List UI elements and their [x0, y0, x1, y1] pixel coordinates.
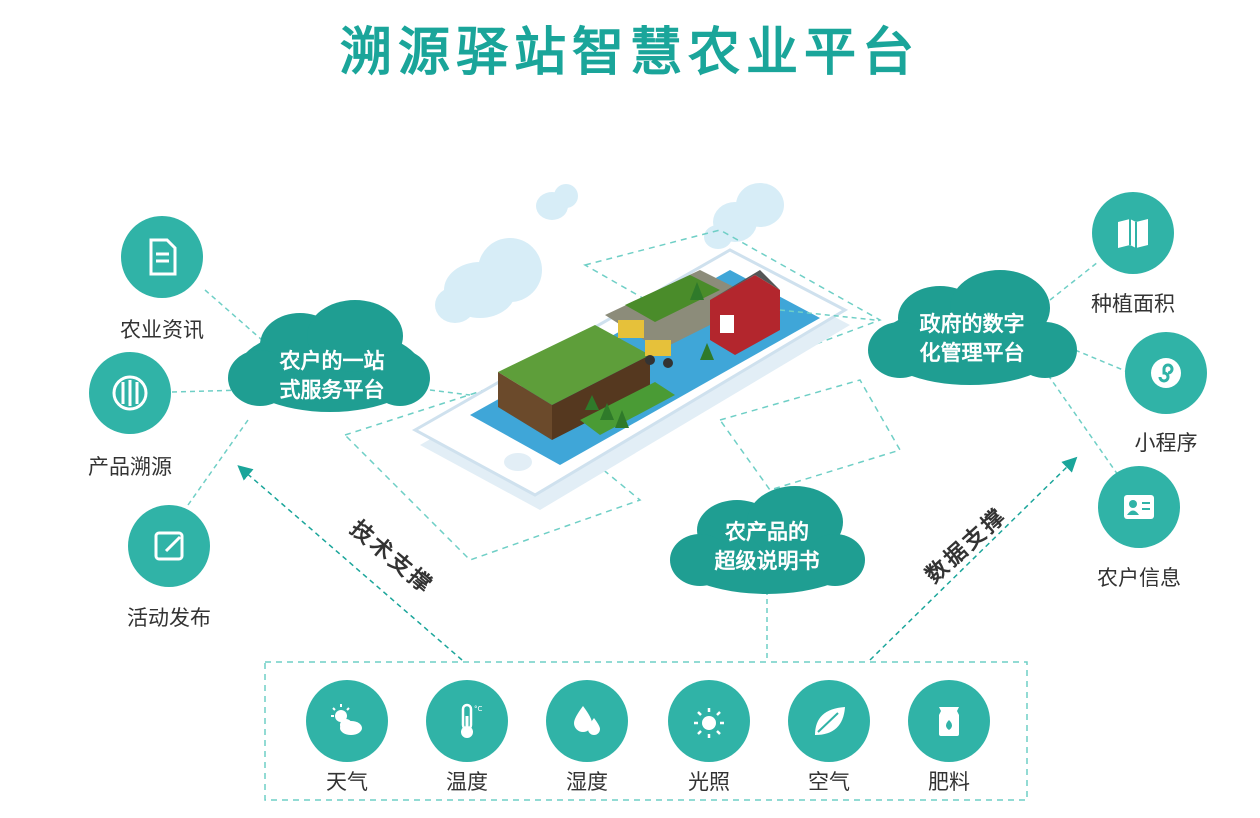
weather-sensor-button[interactable] — [306, 680, 388, 762]
planting-area-label: 种植面积 — [1091, 292, 1175, 316]
map-icon — [1118, 219, 1148, 248]
sky-cloud-3 — [704, 183, 784, 249]
humidity-icon — [574, 706, 600, 735]
government-cloud — [868, 270, 1077, 385]
air-label: 空气 — [808, 770, 850, 794]
tech-support-arrow — [237, 465, 463, 661]
farmer-cloud-line-2: 式服务平台 — [279, 378, 385, 402]
svg-text:°C: °C — [474, 705, 483, 713]
fertilizer-label: 肥料 — [928, 770, 970, 794]
government-cloud-line-1: 政府的数字 — [919, 312, 1025, 336]
page-title: 溯源驿站智慧农业平台 — [339, 23, 920, 83]
right-connectors — [779, 261, 1129, 476]
light-sensor-button[interactable] — [668, 680, 750, 762]
leaf-icon — [815, 707, 845, 735]
farmer-cloud-line-1: 农户的一站 — [279, 349, 385, 373]
document-icon — [149, 238, 177, 276]
farming-news-label: 农业资讯 — [120, 318, 204, 342]
temperature-label: 温度 — [446, 770, 488, 794]
sensor-frame — [264, 661, 1028, 801]
sky-cloud-2 — [536, 184, 578, 220]
weather-label: 天气 — [326, 770, 368, 794]
farming-news-button[interactable] — [121, 216, 203, 298]
thermometer-icon: °C — [461, 703, 483, 738]
product-cloud-text: 农产品的 超级说明书 — [687, 518, 847, 576]
planting-area-button[interactable] — [1092, 192, 1174, 274]
sky-cloud-1 — [435, 238, 542, 323]
farm-scene — [498, 270, 780, 440]
humidity-sensor-button[interactable] — [546, 680, 628, 762]
event-publish-label: 活动发布 — [127, 606, 211, 630]
mini-program-label: 小程序 — [1134, 431, 1198, 455]
product-trace-button[interactable] — [89, 352, 171, 434]
light-label: 光照 — [688, 770, 730, 794]
event-publish-button[interactable] — [128, 505, 210, 587]
data-support-arrow — [869, 456, 1078, 661]
product-trace-label: 产品溯源 — [88, 455, 172, 479]
humidity-label: 湿度 — [566, 770, 608, 794]
farmer-info-button[interactable] — [1098, 466, 1180, 548]
weather-icon — [331, 704, 362, 735]
id-card-icon — [1124, 495, 1154, 519]
sun-icon — [694, 708, 724, 738]
product-cloud-line-2: 超级说明书 — [714, 549, 820, 573]
mini-program-icon — [1151, 358, 1181, 388]
left-connectors — [171, 289, 471, 506]
farmer-info-label: 农户信息 — [1097, 566, 1181, 590]
fertilizer-sensor-button[interactable] — [908, 680, 990, 762]
government-cloud-line-2: 化管理平台 — [919, 341, 1025, 365]
trace-icon — [112, 375, 148, 411]
farmer-cloud — [228, 300, 430, 412]
farmer-cloud-text: 农户的一站 式服务平台 — [252, 347, 412, 405]
mini-program-button[interactable] — [1125, 332, 1207, 414]
product-cloud-line-1: 农产品的 — [725, 520, 809, 544]
edit-icon — [154, 531, 184, 561]
temperature-sensor-button[interactable]: °C — [426, 680, 508, 762]
product-cloud — [670, 486, 865, 594]
government-cloud-text: 政府的数字 化管理平台 — [892, 310, 1052, 368]
fertilizer-icon — [939, 707, 959, 736]
air-sensor-button[interactable] — [788, 680, 870, 762]
